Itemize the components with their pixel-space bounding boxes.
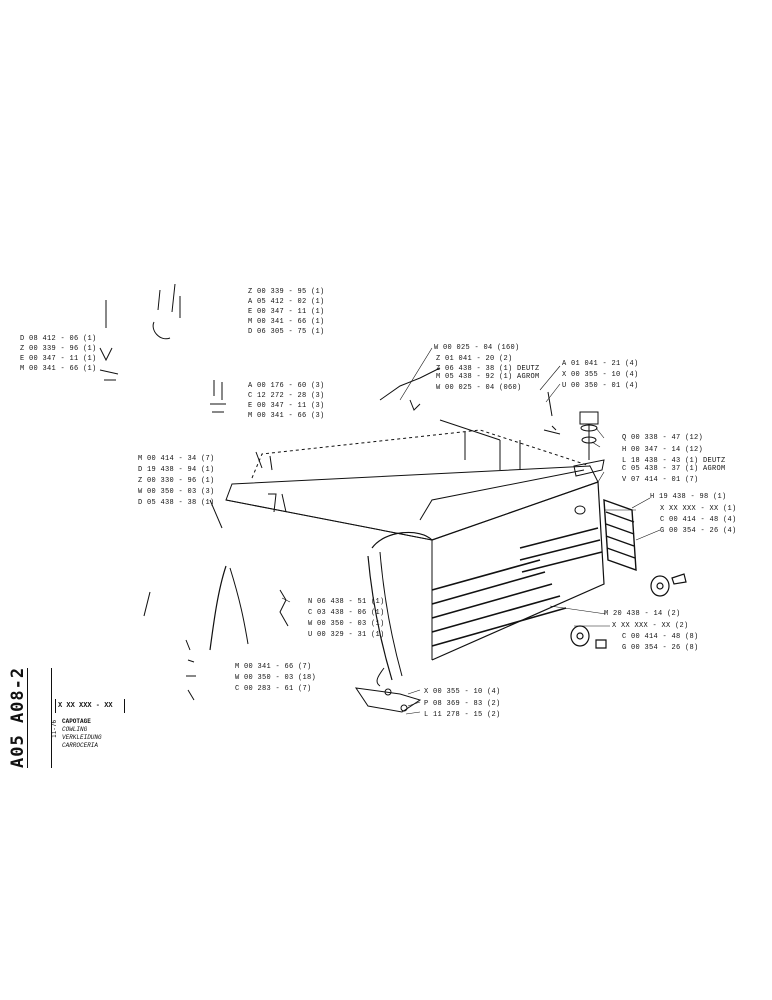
part-label: Z 00 339 - 96 (1) bbox=[20, 345, 97, 353]
grille-louvres bbox=[431, 527, 603, 647]
part-label: L 18 438 - 43 (1) DEUTZ bbox=[622, 457, 726, 465]
title-french: CAPOTAGE bbox=[62, 718, 91, 725]
bottom-linkage bbox=[354, 687, 422, 713]
part-box-border bbox=[124, 699, 125, 713]
title-rule bbox=[51, 668, 52, 768]
side-grille-panel bbox=[603, 498, 637, 572]
part-label: Q 00 338 - 47 (12) bbox=[622, 434, 704, 442]
part-label: Z 00 339 - 95 (1) bbox=[248, 288, 325, 296]
part-label: X 00 355 - 10 (4) bbox=[562, 371, 639, 379]
part-label: C 03 438 - 06 (1) bbox=[308, 609, 385, 617]
part-label: W 00 025 - 04 (160) bbox=[434, 344, 520, 352]
part-label: P 08 369 - 83 (2) bbox=[424, 700, 501, 708]
part-label: G 00 354 - 26 (4) bbox=[660, 527, 737, 535]
title-rule bbox=[27, 668, 28, 768]
part-label: M 00 341 - 66 (7) bbox=[235, 663, 312, 671]
part-label: L 11 278 - 15 (2) bbox=[424, 711, 501, 719]
part-label: H 19 438 - 98 (1) bbox=[650, 493, 727, 501]
title-english: COWLING bbox=[62, 726, 88, 733]
sheet-reference: A05 A08-2 bbox=[8, 666, 28, 768]
part-label: Z 00 330 - 96 (1) bbox=[138, 477, 215, 485]
part-label: M 00 341 - 66 (1) bbox=[248, 318, 325, 326]
part-label: A 00 176 - 60 (3) bbox=[248, 382, 325, 390]
part-label: A 05 412 - 02 (1) bbox=[248, 298, 325, 306]
part-label: E 00 347 - 11 (1) bbox=[248, 308, 325, 316]
part-label: M 20 438 - 14 (2) bbox=[604, 610, 681, 618]
part-label: D 08 412 - 06 (1) bbox=[20, 335, 97, 343]
part-label: C 05 438 - 37 (1) AGROM bbox=[622, 465, 726, 473]
title-german: VERKLEIDUNG bbox=[62, 734, 102, 741]
leader-lines bbox=[281, 347, 661, 715]
part-label: C 12 272 - 28 (3) bbox=[248, 392, 325, 400]
part-label: D 05 438 - 38 (1) bbox=[138, 499, 215, 507]
cowling-housing bbox=[225, 429, 605, 681]
part-label: H 00 347 - 14 (12) bbox=[622, 446, 704, 454]
part-label: X XX XXX - XX (2) bbox=[612, 622, 689, 630]
part-label: W 00 350 - 03 (18) bbox=[235, 674, 317, 682]
left-fasteners bbox=[99, 283, 385, 701]
part-label: Z 01 041 - 20 (2) bbox=[436, 355, 513, 363]
part-label: X XX XXX - XX (1) bbox=[660, 505, 737, 513]
title-spanish: CARROCERIA bbox=[62, 742, 99, 749]
part-label: W 00 025 - 04 (060) bbox=[436, 384, 522, 392]
part-label: M 05 438 - 92 (1) AGROM bbox=[436, 373, 540, 381]
part-label: E 00 347 - 11 (1) bbox=[20, 355, 97, 363]
part-label: C 00 414 - 48 (4) bbox=[660, 516, 737, 524]
part-label: M 00 341 - 66 (1) bbox=[20, 365, 97, 373]
top-hinges bbox=[379, 367, 561, 441]
filler-cap-bolt bbox=[573, 411, 605, 515]
part-label: N 06 438 - 51 (1) bbox=[308, 598, 385, 606]
part-label: Z 06 438 - 38 (1) DEUTZ bbox=[436, 365, 540, 373]
part-label: W 00 350 - 03 (3) bbox=[138, 488, 215, 496]
part-label: C 00 414 - 48 (8) bbox=[622, 633, 699, 641]
part-box-border bbox=[55, 699, 56, 713]
part-label: W 00 350 - 03 (1) bbox=[308, 620, 385, 628]
part-label: C 00 283 - 61 (7) bbox=[235, 685, 312, 693]
part-label: U 00 350 - 01 (4) bbox=[562, 382, 639, 390]
assembly-part-number: X XX XXX - XX bbox=[58, 702, 113, 710]
part-label: U 00 329 - 31 (1) bbox=[308, 631, 385, 639]
part-label: D 19 438 - 94 (1) bbox=[138, 466, 215, 474]
part-label: V 07 414 - 01 (7) bbox=[622, 476, 699, 484]
part-label: E 00 347 - 11 (3) bbox=[248, 402, 325, 410]
part-label: M 00 414 - 34 (7) bbox=[138, 455, 215, 463]
part-label: G 00 354 - 26 (8) bbox=[622, 644, 699, 652]
part-label: A 01 041 - 21 (4) bbox=[562, 360, 639, 368]
part-label: M 00 341 - 66 (3) bbox=[248, 412, 325, 420]
part-label: X 00 355 - 10 (4) bbox=[424, 688, 501, 696]
sheet-date: 11-76 bbox=[51, 719, 58, 738]
part-label: D 06 305 - 75 (1) bbox=[248, 328, 325, 336]
